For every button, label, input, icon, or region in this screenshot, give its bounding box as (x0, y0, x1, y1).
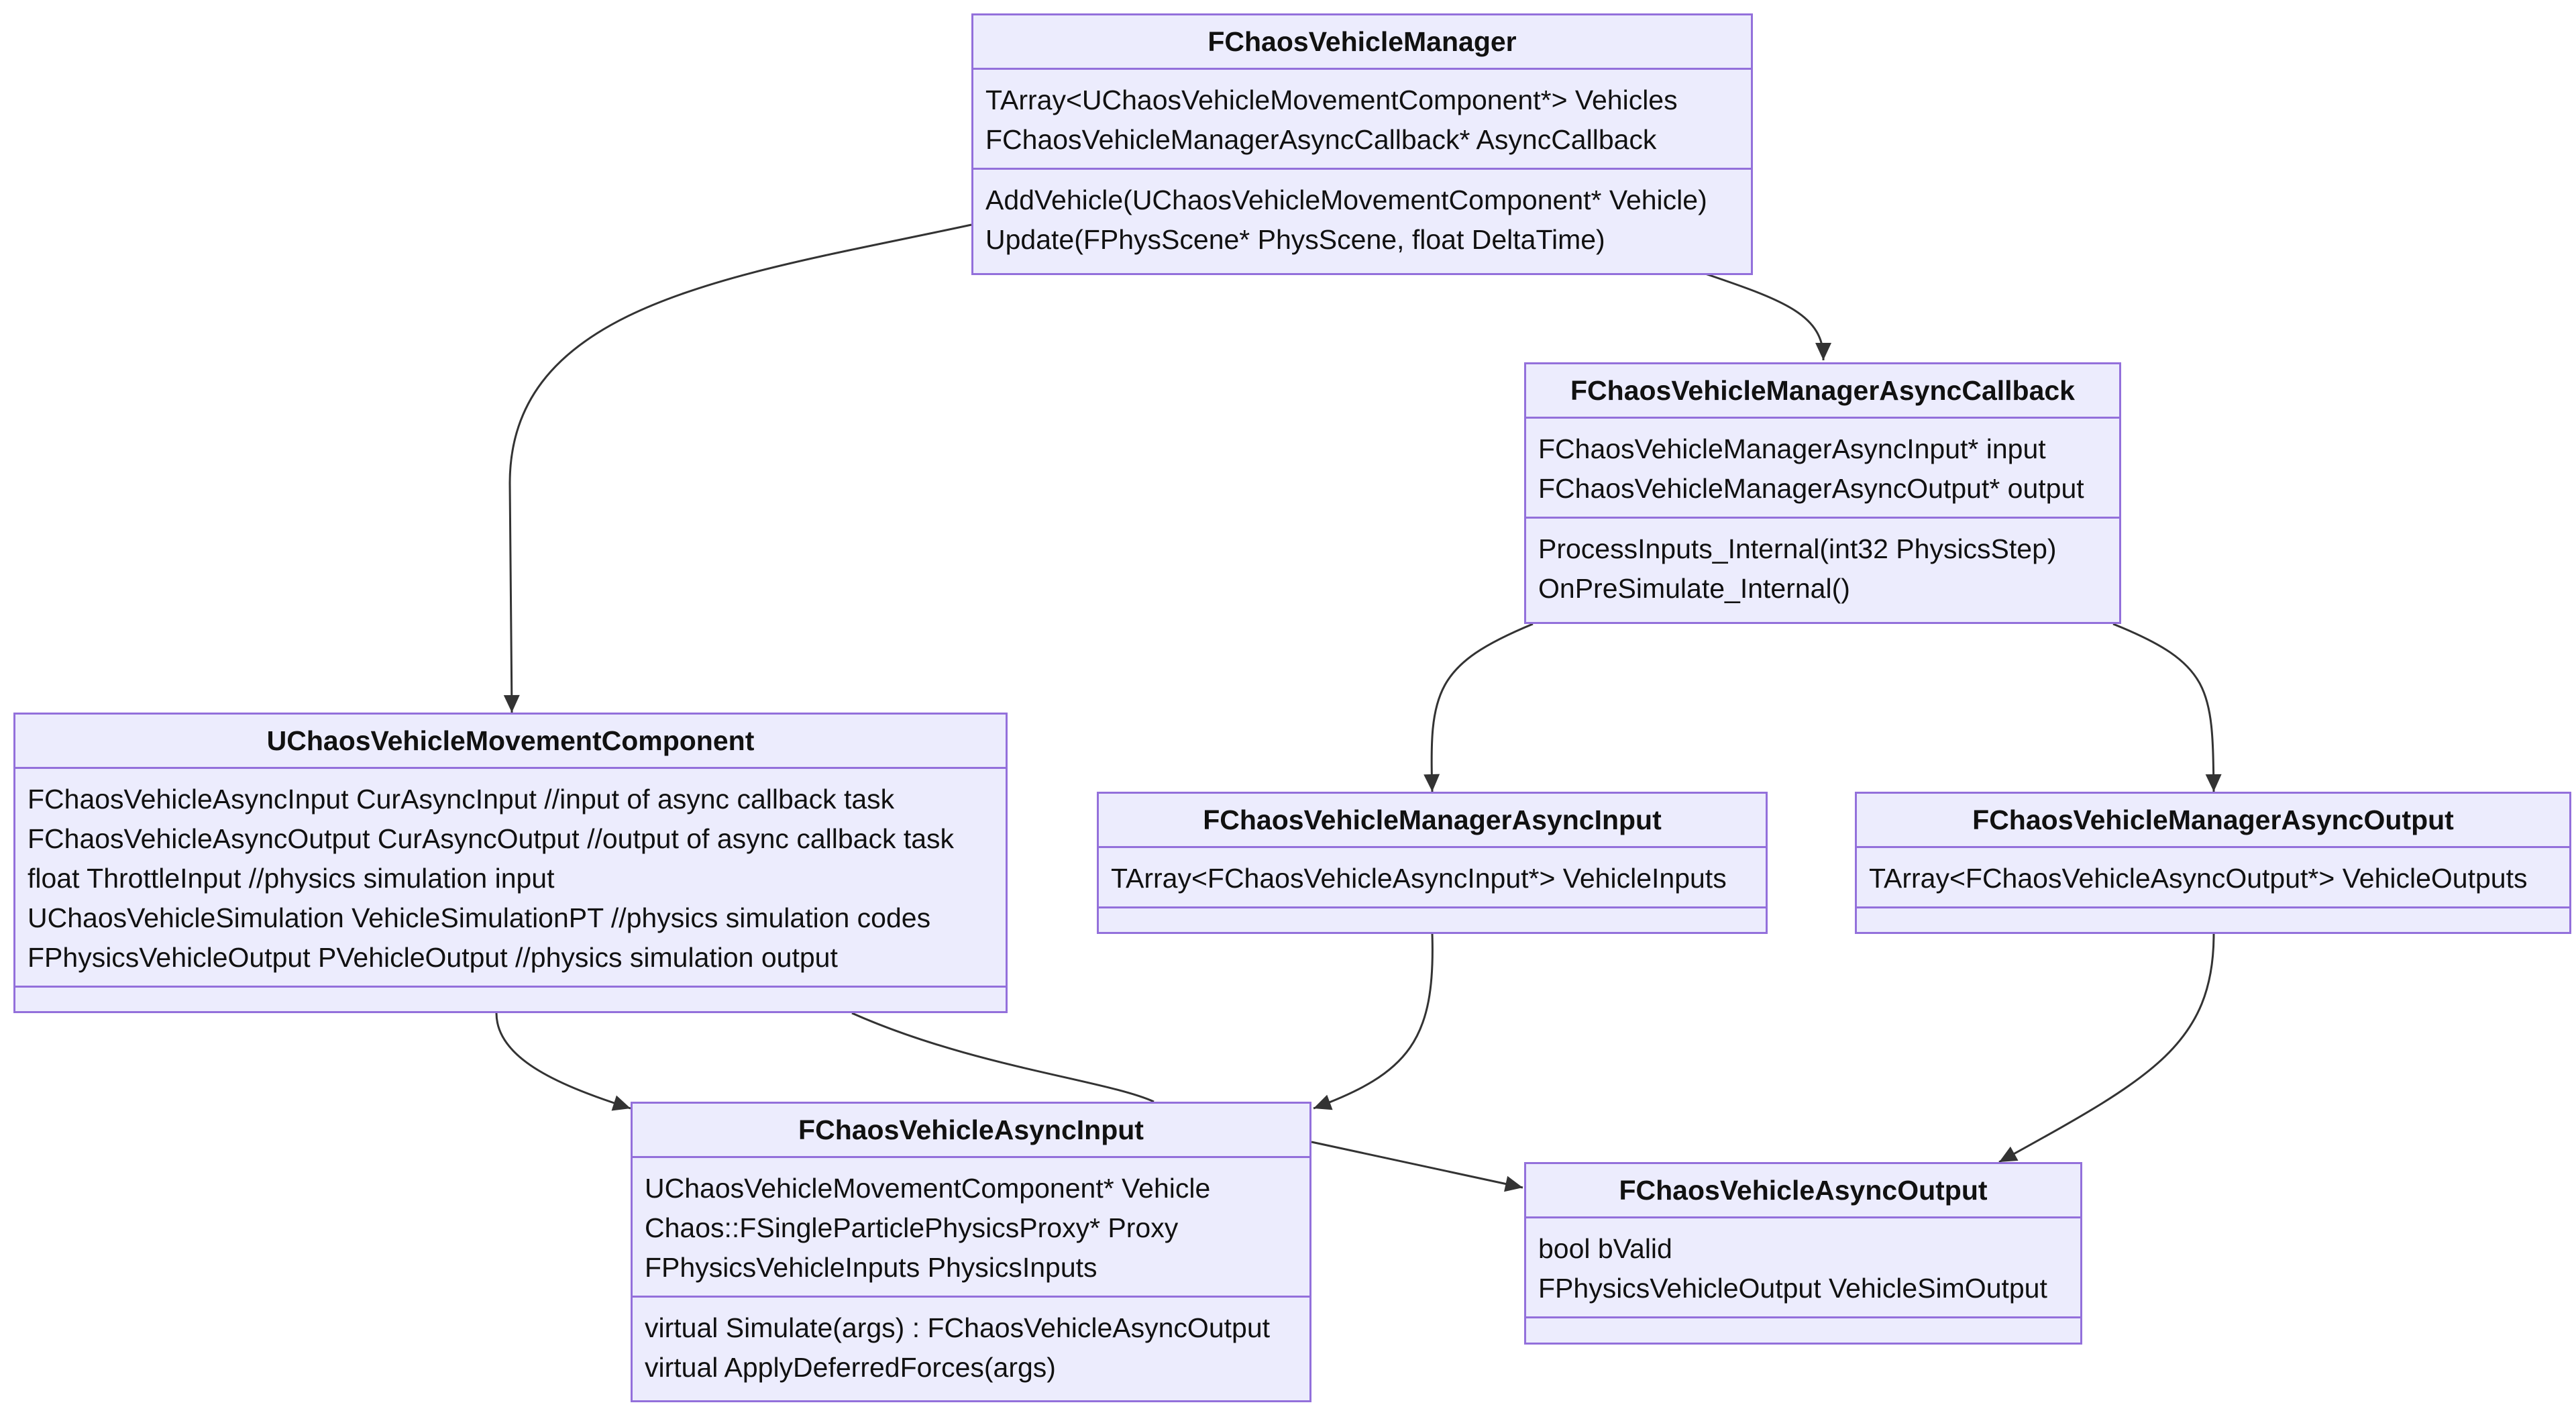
attribute: float ThrottleInput //physics simulation… (28, 863, 555, 894)
methods-section (1099, 908, 1766, 927)
attributes-section: UChaosVehicleMovementComponent* Vehicle … (633, 1158, 1309, 1298)
methods-section: virtual Simulate(args) : FChaosVehicleAs… (633, 1298, 1309, 1396)
attribute: Chaos::FSingleParticlePhysicsProxy* Prox… (645, 1212, 1179, 1243)
class-name: FChaosVehicleManagerAsyncCallback (1526, 364, 2119, 419)
class-fchaosvehiclemanager: FChaosVehicleManager TArray<UChaosVehicl… (971, 13, 1753, 275)
class-fchaosvehicleasyncinput: FChaosVehicleAsyncInput UChaosVehicleMov… (631, 1102, 1311, 1402)
class-name: FChaosVehicleAsyncInput (633, 1104, 1309, 1158)
method: Update(FPhysScene* PhysScene, float Delt… (985, 224, 1605, 255)
edge-mgr-input-to-async-input (1313, 933, 1434, 1110)
class-fchaosvehiclemanagerasyncinput: FChaosVehicleManagerAsyncInput TArray<FC… (1097, 792, 1768, 934)
edge-callback-to-mgr-output (2112, 623, 2215, 792)
class-fchaosvehiclemanagerasynccallback: FChaosVehicleManagerAsyncCallback FChaos… (1524, 362, 2121, 624)
attribute: TArray<FChaosVehicleAsyncOutput*> Vehicl… (1869, 863, 2528, 894)
class-fchaosvehiclemanagerasyncoutput: FChaosVehicleManagerAsyncOutput TArray<F… (1855, 792, 2571, 934)
class-name: FChaosVehicleAsyncOutput (1526, 1164, 2080, 1218)
attribute: FChaosVehicleAsyncInput CurAsyncInput //… (28, 784, 895, 815)
methods-section: ProcessInputs_Internal(int32 PhysicsStep… (1526, 519, 2119, 617)
attribute: bool bValid (1538, 1233, 1672, 1264)
attribute: FChaosVehicleManagerAsyncInput* input (1538, 433, 2046, 464)
class-name: FChaosVehicleManager (973, 15, 1751, 70)
edge-movement-to-async-input (495, 1012, 631, 1110)
edge-mgr-output-to-async-output (1998, 933, 2215, 1163)
attributes-section: bool bValid FPhysicsVehicleOutput Vehicl… (1526, 1218, 2080, 1318)
attributes-section: TArray<UChaosVehicleMovementComponent*> … (973, 70, 1751, 170)
attribute: FPhysicsVehicleOutput PVehicleOutput //p… (28, 942, 838, 973)
edge-callback-to-mgr-input (1430, 623, 1534, 792)
arrowhead (1313, 1094, 1333, 1110)
attribute: TArray<UChaosVehicleMovementComponent*> … (985, 85, 1678, 115)
edge-movement-to-async-output (851, 1012, 1523, 1189)
arrowhead (1999, 1146, 2019, 1162)
attributes-section: FChaosVehicleManagerAsyncInput* input FC… (1526, 419, 2119, 519)
attribute: TArray<FChaosVehicleAsyncInput*> Vehicle… (1111, 863, 1727, 894)
edge-manager-to-movement (508, 223, 972, 713)
method: ProcessInputs_Internal(int32 PhysicsStep… (1538, 533, 2057, 564)
arrowhead (1424, 774, 1440, 792)
attribute: FChaosVehicleAsyncOutput CurAsyncOutput … (28, 823, 955, 854)
attributes-section: FChaosVehicleAsyncInput CurAsyncInput //… (15, 769, 1006, 988)
attribute: UChaosVehicleMovementComponent* Vehicle (645, 1173, 1211, 1204)
method: AddVehicle(UChaosVehicleMovementComponen… (985, 185, 1707, 215)
class-fchaosvehicleasyncoutput: FChaosVehicleAsyncOutput bool bValid FPh… (1524, 1162, 2082, 1345)
arrowhead (2205, 774, 2222, 792)
class-uchaosvehiclemovementcomponent: UChaosVehicleMovementComponent FChaosVeh… (13, 713, 1008, 1013)
attribute: FPhysicsVehicleInputs PhysicsInputs (645, 1252, 1097, 1283)
arrowhead (1815, 342, 1832, 360)
methods-section (1857, 908, 2569, 927)
methods-section: AddVehicle(UChaosVehicleMovementComponen… (973, 170, 1751, 268)
arrowhead (611, 1095, 631, 1111)
class-name: UChaosVehicleMovementComponent (15, 715, 1006, 769)
arrowhead (1504, 1175, 1523, 1192)
class-name: FChaosVehicleManagerAsyncInput (1099, 794, 1766, 848)
method: virtual Simulate(args) : FChaosVehicleAs… (645, 1312, 1271, 1343)
attribute: FPhysicsVehicleOutput VehicleSimOutput (1538, 1273, 2047, 1304)
method: virtual ApplyDeferredForces(args) (645, 1352, 1056, 1383)
attribute: FChaosVehicleManagerAsyncOutput* output (1538, 473, 2084, 504)
attributes-section: TArray<FChaosVehicleAsyncOutput*> Vehicl… (1857, 848, 2569, 908)
edge-manager-to-callback (1705, 272, 1825, 361)
arrowhead (503, 694, 520, 713)
methods-section (15, 988, 1006, 1006)
class-name: FChaosVehicleManagerAsyncOutput (1857, 794, 2569, 848)
attributes-section: TArray<FChaosVehicleAsyncInput*> Vehicle… (1099, 848, 1766, 908)
methods-section (1526, 1318, 2080, 1337)
method: OnPreSimulate_Internal() (1538, 573, 1850, 604)
attribute: FChaosVehicleManagerAsyncCallback* Async… (985, 124, 1657, 155)
attribute: UChaosVehicleSimulation VehicleSimulatio… (28, 902, 931, 933)
